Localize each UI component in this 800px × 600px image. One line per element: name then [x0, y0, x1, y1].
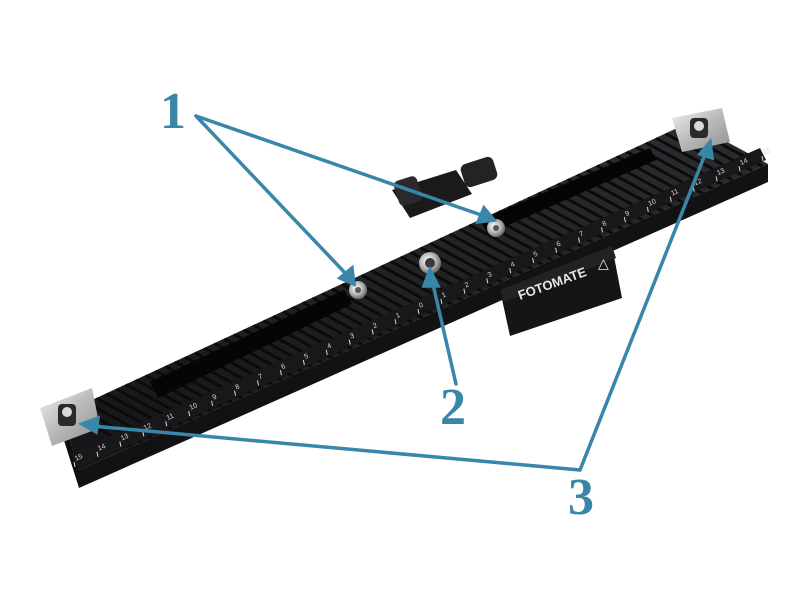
rail-ridge: [85, 401, 165, 446]
tripod-socket: [419, 252, 441, 274]
scale-label: 5: [303, 353, 310, 361]
scale-label: 4: [326, 343, 333, 351]
end-stop-left: [40, 388, 100, 446]
scale-label: 7: [578, 230, 585, 238]
scale-tick: [417, 308, 420, 315]
scale-tick: [646, 206, 649, 213]
screw-right: [487, 219, 505, 237]
scale-label: 11: [166, 413, 176, 422]
arrowhead-1-left: [336, 264, 357, 287]
scale-tick: [279, 370, 282, 376]
scale-tick: [440, 298, 443, 304]
scale-tick: [761, 155, 764, 162]
scale-label: 15: [74, 453, 84, 463]
scale-label: 9: [212, 394, 219, 402]
rail-front-face: [79, 164, 768, 488]
scale-tick: [119, 441, 122, 447]
callout-number-1: 1: [160, 83, 186, 140]
knob: [460, 156, 498, 188]
scale-tick: [532, 257, 535, 264]
knob-shaft: [392, 170, 472, 218]
scale-label: 10: [189, 402, 199, 412]
knob-assembly: [392, 156, 498, 218]
scale-tick: [234, 390, 237, 396]
scale-tick: [165, 421, 168, 427]
rail-ridge: [115, 387, 194, 433]
scale-tick: [73, 461, 76, 468]
rail-ridge: [125, 383, 204, 428]
scale-label: 1: [395, 312, 402, 320]
arrowhead-2: [421, 265, 441, 288]
scale-label: 1: [441, 292, 448, 300]
scale-label: 3: [487, 271, 494, 279]
scale-label: 13: [120, 433, 130, 443]
scale-tick: [394, 319, 397, 325]
callout-arrows: [77, 114, 715, 472]
arrow-1-left: [194, 114, 350, 278]
scale-label: 8: [234, 383, 241, 391]
scale-label: 12: [693, 178, 703, 188]
arrowhead-3-left: [77, 415, 101, 435]
scale-tick: [256, 380, 259, 386]
rail-slot-left: [150, 290, 352, 398]
scale-tick: [715, 176, 718, 182]
scale-tick: [302, 359, 305, 366]
scale-label: 6: [556, 241, 563, 249]
scale-label: 14: [739, 157, 749, 167]
scale-label: 4: [510, 261, 517, 269]
scale-tick: [463, 288, 466, 294]
scale-label: 13: [716, 168, 726, 178]
scale-label: 11: [670, 188, 680, 197]
clamp-block-top: [500, 246, 616, 302]
scale-tick: [623, 217, 626, 223]
callout-number-3: 3: [568, 469, 594, 526]
arrow-2: [430, 278, 458, 386]
clamp-block-body: [500, 246, 622, 336]
scale-label: 2: [464, 281, 471, 289]
scale-tick: [96, 451, 99, 457]
scale-tick: [486, 278, 489, 284]
scale-strip: [70, 148, 766, 468]
scale-label: 12: [143, 423, 153, 433]
scale-tick: [188, 410, 191, 417]
rail-slot-right: [480, 148, 656, 234]
arrowhead-1-right: [475, 204, 498, 225]
scale-label: 14: [97, 443, 107, 453]
scale-tick: [555, 247, 558, 253]
scale-tick: [509, 268, 512, 274]
scale-tick: [211, 400, 214, 406]
scale-tick: [348, 339, 351, 345]
scale-label: 15: [762, 147, 772, 157]
brand-triangle-icon: △: [598, 256, 609, 272]
rail-ridge: [134, 378, 214, 424]
scale-label: 6: [280, 363, 287, 371]
scale-label: 9: [624, 210, 631, 218]
rail-ridge: [105, 392, 184, 437]
rail-body: 1514131211109876543210123456789101112131…: [62, 122, 772, 488]
arrow-3-right: [578, 150, 708, 472]
scale-tick: [669, 196, 672, 202]
arrow-1-right: [194, 114, 486, 218]
arrow-3-left: [90, 424, 582, 472]
scale-tick: [578, 237, 581, 243]
callout-number-2: 2: [440, 379, 466, 436]
scale-label: 0: [418, 302, 425, 310]
scale-label: 10: [647, 198, 657, 208]
scale-label: 2: [372, 322, 379, 330]
clamp-block: FOTOMATE △: [500, 246, 622, 336]
scale-label: 3: [349, 332, 356, 340]
scale-label: 8: [601, 220, 608, 228]
end-stop-right: [672, 108, 730, 152]
scale-tick: [325, 349, 328, 355]
scale-label: 7: [257, 373, 264, 381]
scale-tick: [738, 166, 741, 172]
scale-label: 5: [533, 251, 540, 259]
scale-tick: [600, 227, 603, 233]
scale-tick: [371, 329, 374, 335]
scale-markings: 1514131211109876543210123456789101112131…: [73, 147, 772, 468]
arrowhead-3-right: [697, 137, 715, 161]
